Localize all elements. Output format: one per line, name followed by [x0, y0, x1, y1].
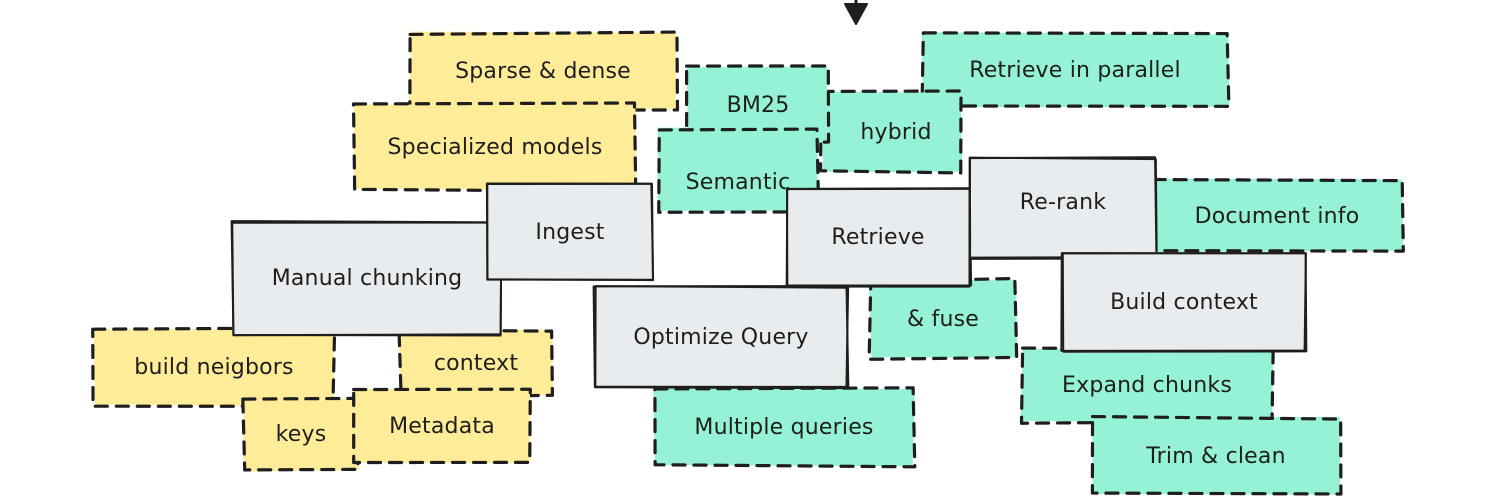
note-label: Metadata	[389, 413, 495, 439]
step-label: Re-rank	[1019, 189, 1107, 215]
box-outline	[1060, 251, 1308, 354]
note-label: Multiple queries	[694, 414, 874, 440]
note-multiple-queries[interactable]: Multiple queries	[653, 386, 917, 469]
note-label: & fuse	[906, 306, 980, 332]
note-label: Specialized models	[387, 134, 603, 160]
note-label: Trim & clean	[1146, 443, 1286, 469]
note-bm25[interactable]: BM25	[684, 64, 831, 146]
note-specialized-models[interactable]: Specialized models	[351, 101, 638, 194]
note-build-neighbors[interactable]: build neigbors	[91, 326, 337, 408]
arrow-down-icon	[844, 0, 868, 25]
step-label: Optimize Query	[633, 324, 809, 350]
step-label: Retrieve	[831, 224, 925, 250]
note-label: BM25	[726, 92, 790, 118]
note-keys[interactable]: keys	[241, 396, 360, 472]
step-re-rank[interactable]: Re-rank	[968, 156, 1158, 260]
step-label: Build context	[1110, 289, 1258, 315]
box-outline	[230, 220, 503, 337]
note-hybrid[interactable]: hybrid	[818, 89, 963, 175]
box-outline	[920, 31, 1231, 108]
box-outline	[785, 186, 973, 288]
step-label: Manual chunking	[271, 265, 463, 291]
note-fuse[interactable]: & fuse	[867, 276, 1019, 361]
note-label: context	[433, 350, 519, 376]
note-sparse-dense[interactable]: Sparse & dense	[408, 30, 680, 112]
step-optimize-query[interactable]: Optimize Query	[592, 284, 850, 390]
note-retrieve-in-parallel[interactable]: Retrieve in parallel	[920, 31, 1231, 108]
note-label: hybrid	[860, 119, 932, 145]
note-document-info[interactable]: Document info	[1150, 177, 1405, 253]
box-outline	[485, 182, 655, 282]
step-manual-chunking[interactable]: Manual chunking	[230, 220, 503, 337]
note-context[interactable]: context	[397, 328, 555, 400]
step-ingest[interactable]: Ingest	[485, 182, 655, 282]
note-label: build neigbors	[134, 354, 294, 380]
note-metadata[interactable]: Metadata	[352, 387, 532, 465]
note-label: Expand chunks	[1062, 372, 1232, 398]
step-label: Ingest	[535, 219, 605, 245]
note-label: Sparse & dense	[455, 58, 631, 84]
note-trim-clean[interactable]: Trim & clean	[1090, 414, 1343, 496]
note-label: Retrieve in parallel	[969, 57, 1181, 83]
box-outline	[592, 284, 850, 390]
box-outline	[818, 89, 963, 175]
note-label: keys	[275, 421, 327, 447]
note-label: Semantic	[685, 169, 791, 195]
note-expand-chunks[interactable]: Expand chunks	[1019, 346, 1275, 425]
box-outline	[408, 30, 680, 112]
note-label: Document info	[1194, 203, 1360, 229]
box-outline	[352, 387, 532, 465]
box-outline	[397, 328, 555, 400]
box-outline	[684, 64, 831, 146]
box-outline	[241, 396, 360, 472]
note-semantic[interactable]: Semantic	[657, 127, 821, 214]
box-outline	[1090, 414, 1343, 496]
step-retrieve[interactable]: Retrieve	[785, 186, 973, 288]
step-build-context[interactable]: Build context	[1060, 251, 1308, 354]
